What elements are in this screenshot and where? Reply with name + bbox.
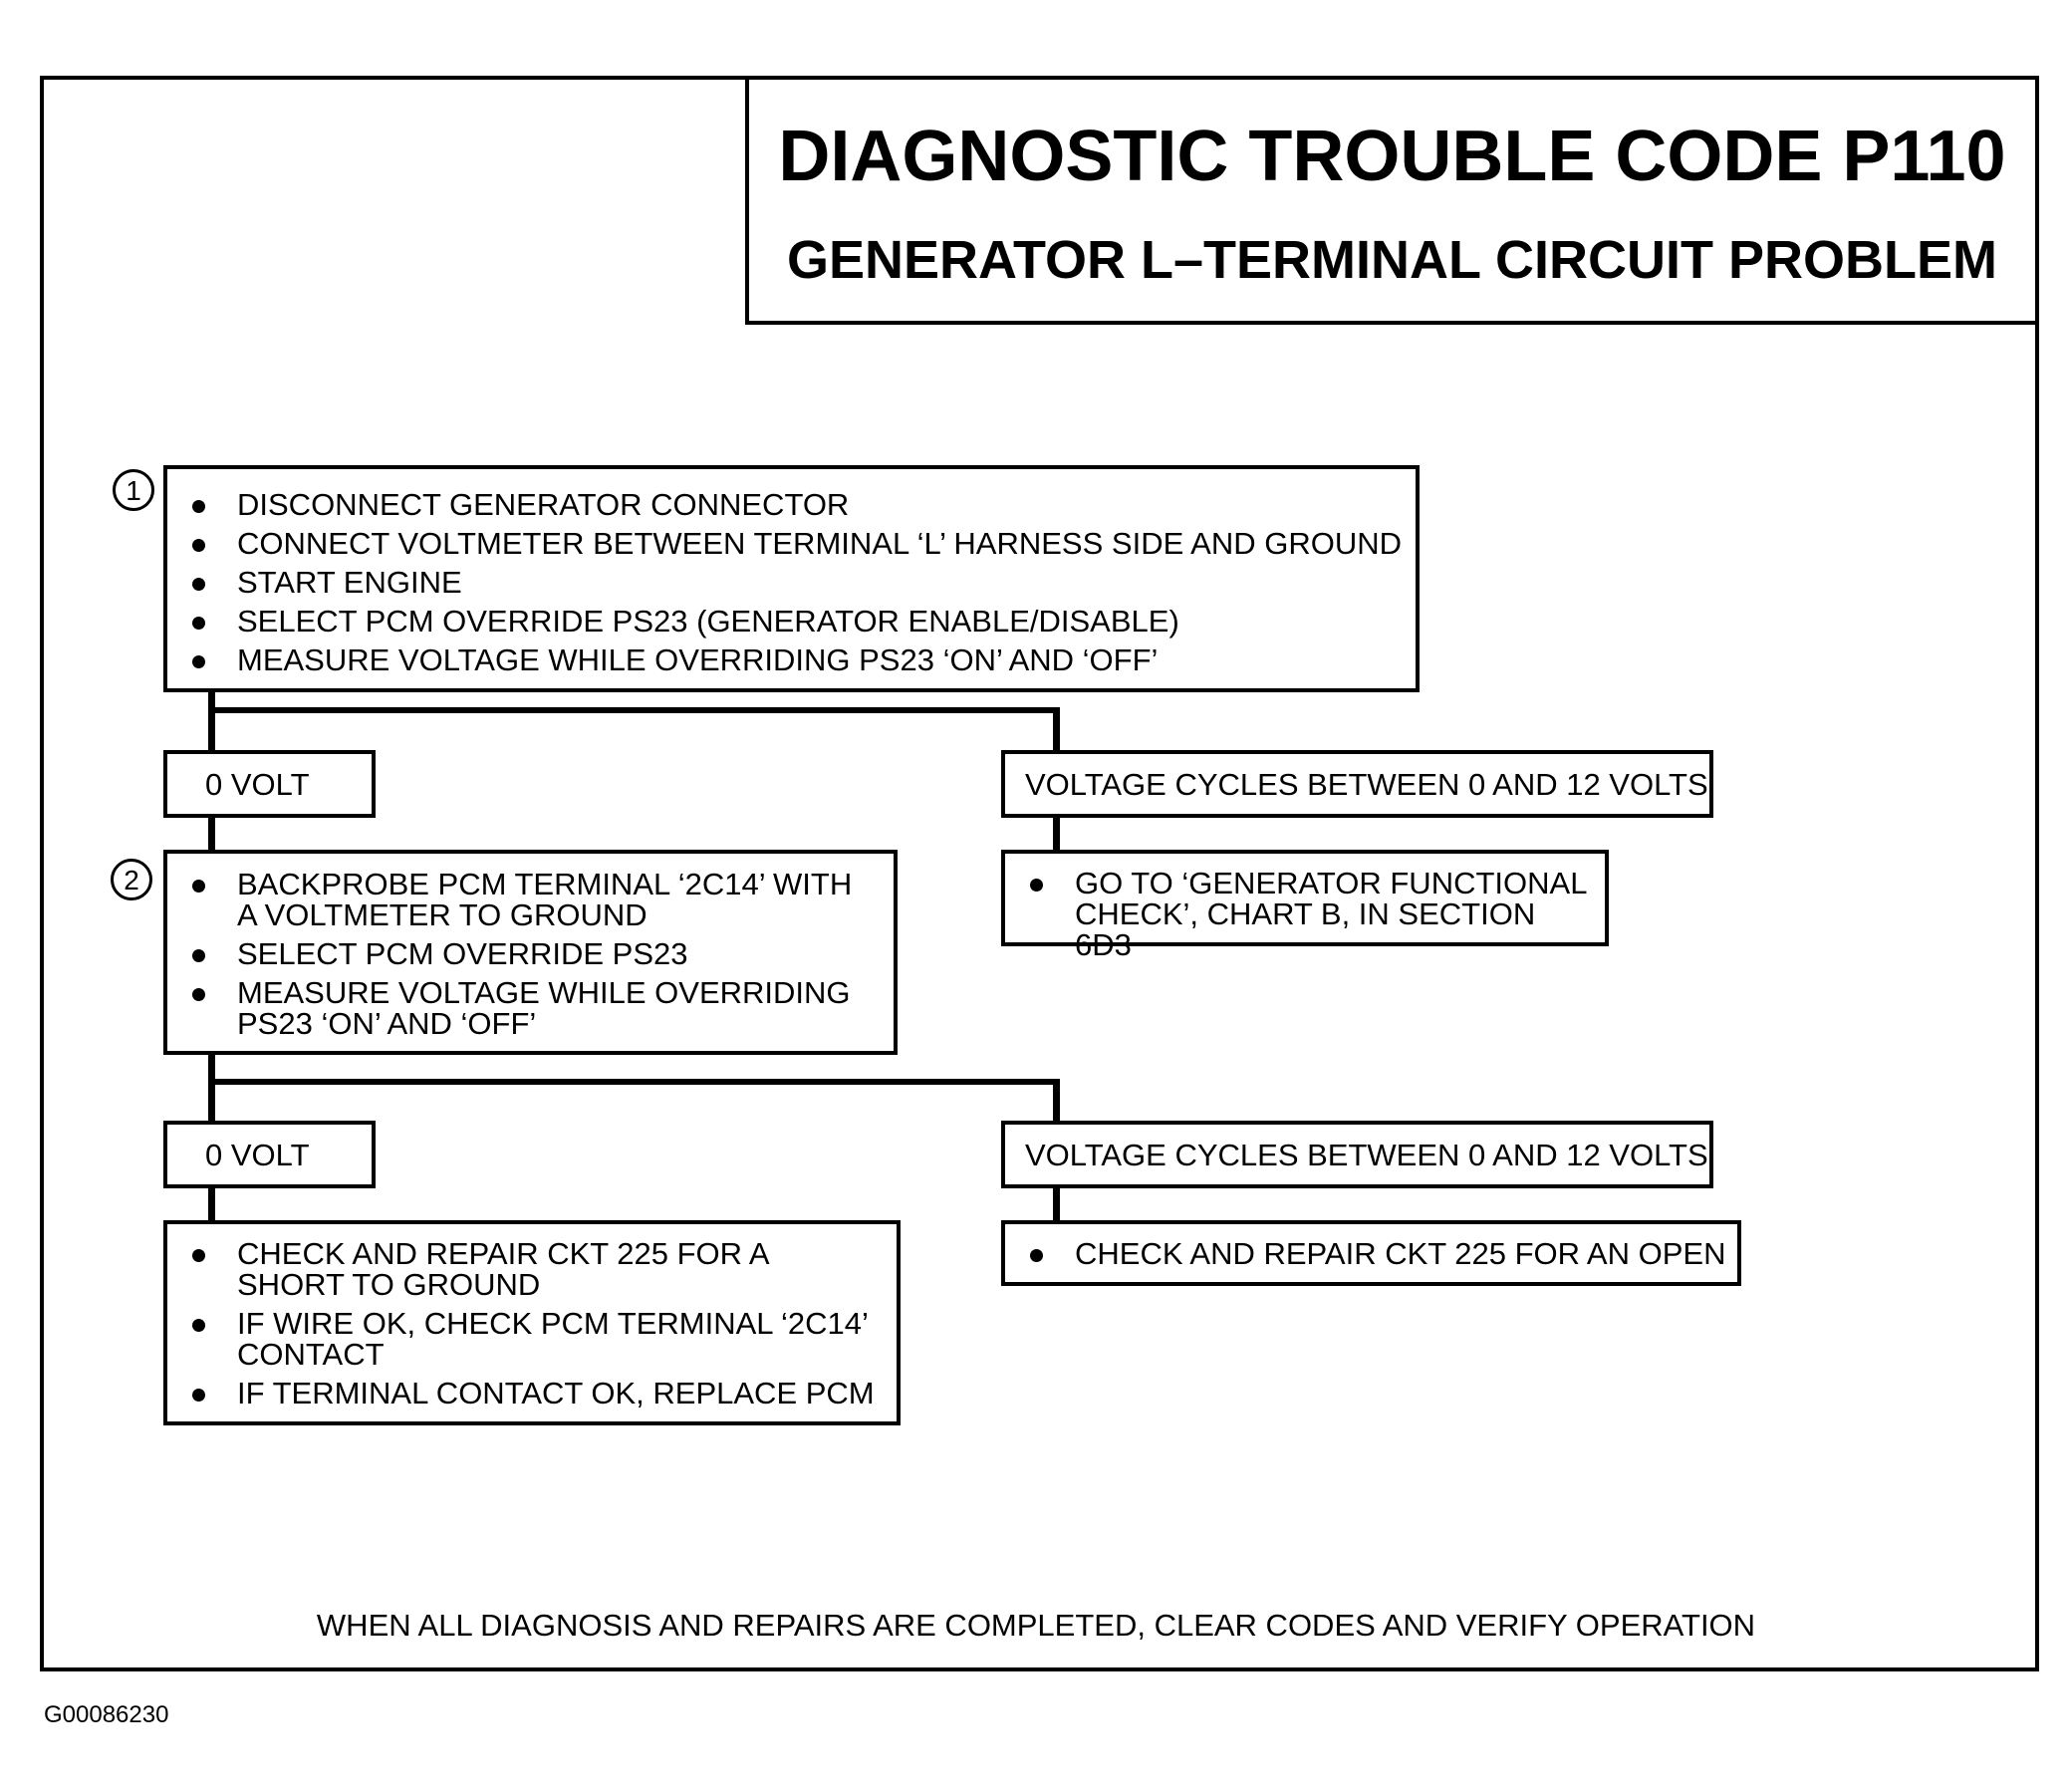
footer-note: WHEN ALL DIAGNOSIS AND REPAIRS ARE COMPL… xyxy=(316,1608,1756,1643)
branch-2-open-action-box: CHECK AND REPAIR CKT 225 FOR AN OPEN xyxy=(1001,1220,1741,1286)
branch-1-cycles-box: VOLTAGE CYCLES BETWEEN 0 AND 12 VOLTS xyxy=(1001,750,1713,818)
step-1-box: DISCONNECT GENERATOR CONNECTOR CONNECT V… xyxy=(163,465,1420,692)
step-1-item: CONNECT VOLTMETER BETWEEN TERMINAL ‘L’ H… xyxy=(167,528,1416,559)
branch-1-action-list: GO TO ‘GENERATOR FUNCTIONAL CHECK’, CHAR… xyxy=(1005,868,1589,960)
branch-2-zero-volt-label: 0 VOLT xyxy=(205,1137,310,1172)
branch-2-short-action-item: CHECK AND REPAIR CKT 225 FOR A SHORT TO … xyxy=(167,1238,877,1300)
image-code: G00086230 xyxy=(44,1701,169,1728)
branch-2-short-action-list: CHECK AND REPAIR CKT 225 FOR A SHORT TO … xyxy=(167,1238,877,1408)
step-2-item: MEASURE VOLTAGE WHILE OVERRIDING PS23 ‘O… xyxy=(167,977,874,1039)
step-2-item: SELECT PCM OVERRIDE PS23 xyxy=(167,938,874,969)
branch-1-cycles-label: VOLTAGE CYCLES BETWEEN 0 AND 12 VOLTS xyxy=(1025,766,1708,802)
step-1-item: DISCONNECT GENERATOR CONNECTOR xyxy=(167,489,1416,520)
connector-line xyxy=(208,818,215,853)
step-2-list: BACKPROBE PCM TERMINAL ‘2C14’ WITH A VOL… xyxy=(167,869,874,1039)
step-1-item: START ENGINE xyxy=(167,567,1416,598)
connector-line xyxy=(1053,818,1060,853)
connector-line xyxy=(208,692,215,752)
branch-1-action-item: GO TO ‘GENERATOR FUNCTIONAL CHECK’, CHAR… xyxy=(1005,868,1589,960)
connector-line xyxy=(1053,1188,1060,1222)
step-2-marker: 2 xyxy=(111,859,152,900)
branch-1-zero-volt-box: 0 VOLT xyxy=(163,750,376,818)
title-box: DIAGNOSTIC TROUBLE CODE P110 GENERATOR L… xyxy=(745,76,2039,325)
branch-2-open-action-item: CHECK AND REPAIR CKT 225 FOR AN OPEN xyxy=(1005,1238,1737,1269)
diagram-subtitle: GENERATOR L–TERMINAL CIRCUIT PROBLEM xyxy=(786,230,1998,290)
step-1-list: DISCONNECT GENERATOR CONNECTOR CONNECT V… xyxy=(167,489,1416,675)
step-1-item: SELECT PCM OVERRIDE PS23 (GENERATOR ENAB… xyxy=(167,606,1416,637)
connector-line xyxy=(208,1055,215,1123)
diagram-title: DIAGNOSTIC TROUBLE CODE P110 xyxy=(778,117,2006,196)
step-1-marker: 1 xyxy=(113,469,154,511)
branch-2-zero-volt-box: 0 VOLT xyxy=(163,1121,376,1188)
branch-2-cycles-box: VOLTAGE CYCLES BETWEEN 0 AND 12 VOLTS xyxy=(1001,1121,1713,1188)
connector-line xyxy=(208,1079,1060,1085)
branch-2-short-action-box: CHECK AND REPAIR CKT 225 FOR A SHORT TO … xyxy=(163,1220,901,1425)
branch-2-cycles-label: VOLTAGE CYCLES BETWEEN 0 AND 12 VOLTS xyxy=(1025,1137,1708,1172)
step-2-item: BACKPROBE PCM TERMINAL ‘2C14’ WITH A VOL… xyxy=(167,869,874,930)
step-1-item: MEASURE VOLTAGE WHILE OVERRIDING PS23 ‘O… xyxy=(167,644,1416,675)
branch-2-short-action-item: IF WIRE OK, CHECK PCM TERMINAL ‘2C14’ CO… xyxy=(167,1308,877,1370)
connector-line xyxy=(208,1188,215,1222)
step-2-box: BACKPROBE PCM TERMINAL ‘2C14’ WITH A VOL… xyxy=(163,850,898,1055)
branch-2-open-action-list: CHECK AND REPAIR CKT 225 FOR AN OPEN xyxy=(1005,1238,1737,1269)
connector-line xyxy=(208,707,1060,713)
branch-1-action-box: GO TO ‘GENERATOR FUNCTIONAL CHECK’, CHAR… xyxy=(1001,850,1609,960)
branch-2-short-action-item: IF TERMINAL CONTACT OK, REPLACE PCM xyxy=(167,1378,877,1408)
connector-line xyxy=(1053,1079,1060,1123)
branch-1-zero-volt-label: 0 VOLT xyxy=(205,766,310,802)
connector-line xyxy=(1053,707,1060,752)
